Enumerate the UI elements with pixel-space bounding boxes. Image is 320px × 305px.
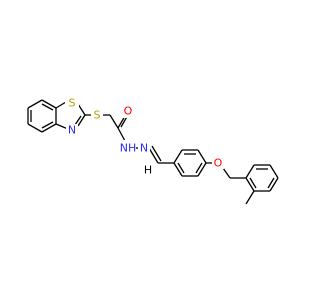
thiazole-nitrogen-label: N xyxy=(68,124,76,137)
phenylene-ring xyxy=(158,149,207,177)
imine-hydrogen-label: H xyxy=(144,164,152,177)
methylphenyl-ring xyxy=(245,164,279,205)
molecule-diagram: S N S O NH N H O xyxy=(27,96,279,205)
thioether-sulfur-label: S xyxy=(94,109,101,122)
ether-oxygen-label: O xyxy=(214,157,223,170)
acetohydrazide-linker xyxy=(85,114,162,164)
hydrazide-nh-label: NH xyxy=(120,142,137,155)
molecule-structure: S N S O NH N H O xyxy=(27,96,279,205)
imine-nitrogen-label: N xyxy=(140,142,148,155)
benzothiazole-benzene-ring xyxy=(27,99,57,133)
thiazole-sulfur-label: S xyxy=(69,97,76,110)
atom-labels: S N S O NH N H O xyxy=(65,96,224,177)
carbonyl-oxygen-label: O xyxy=(124,105,133,118)
